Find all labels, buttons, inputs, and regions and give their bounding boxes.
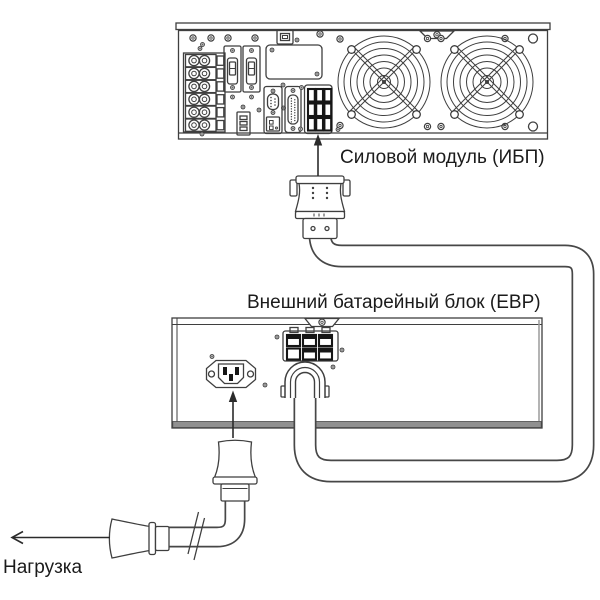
load-power-cord [108, 439, 258, 561]
circuit-breaker-icon [223, 45, 242, 93]
ebp-rear-panel [171, 317, 543, 429]
battery-connector-icon [298, 84, 341, 135]
arrow-icon [228, 390, 238, 438]
arrow-icon [10, 530, 110, 545]
battery-cable [293, 228, 595, 483]
iec-plug [212, 439, 258, 502]
aux-terminal-icon [236, 111, 251, 136]
ups-panel-screws [189, 30, 539, 137]
cable-break-mark-icon [187, 511, 200, 555]
ups-rear-panel [175, 22, 551, 140]
battery-plug [289, 175, 351, 240]
iec-c14-inlet-icon [205, 354, 268, 389]
battery-connector-icon [274, 326, 345, 370]
power-module-label: Силовой модуль (ИБП) [340, 147, 545, 168]
cable-break-mark-icon [193, 517, 206, 561]
load-plug [108, 518, 170, 559]
usb-b-port-icon [276, 29, 294, 45]
db9-serial-port-icon [263, 85, 283, 135]
ups-top-rail [175, 22, 551, 31]
db25-port-icon [284, 85, 302, 134]
cable-grommet [280, 361, 330, 398]
slot-cover [265, 44, 323, 80]
screw-icon [318, 318, 326, 326]
load-label: Нагрузка [3, 557, 83, 578]
battery-pack-label: Внешний батарейный блок (EBP) [247, 292, 541, 313]
arrow-icon [313, 134, 323, 176]
ebp-bottom-band [172, 421, 542, 428]
circuit-breaker-icon [242, 45, 261, 93]
